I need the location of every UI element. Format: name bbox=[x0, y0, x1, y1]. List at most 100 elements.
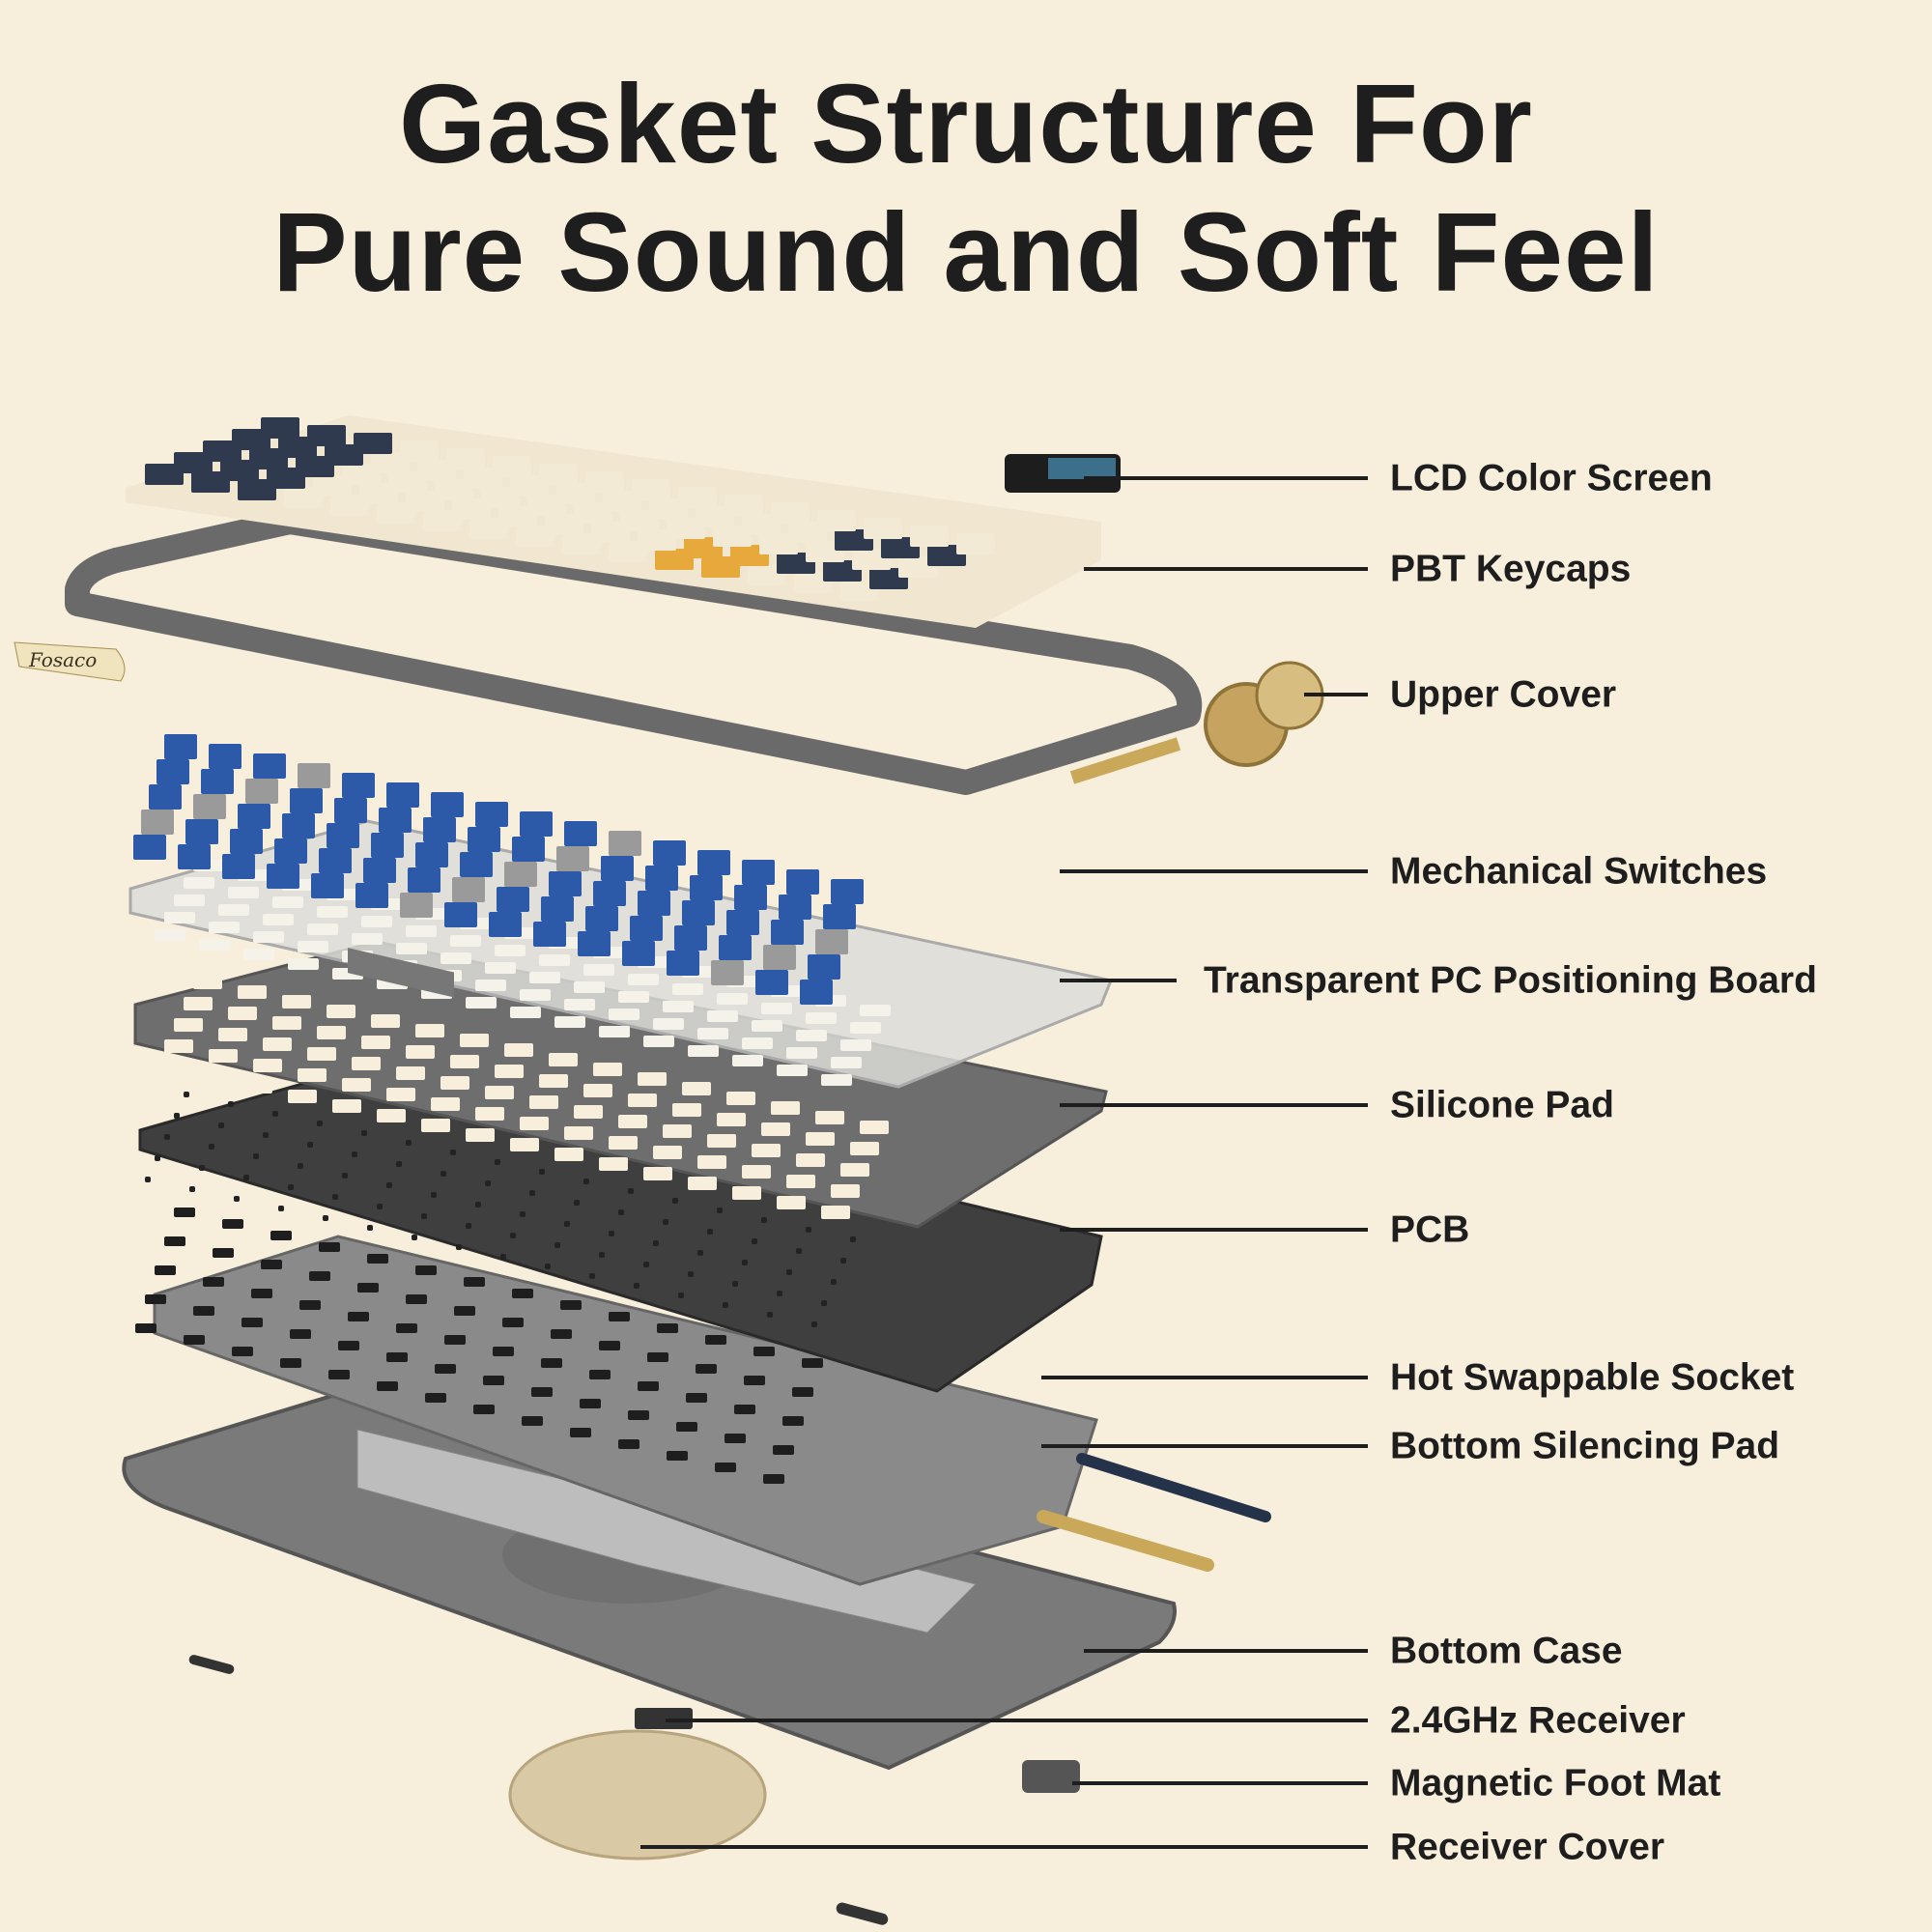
silicone-cutout bbox=[697, 1155, 726, 1169]
plate-cutout bbox=[806, 1012, 837, 1024]
pcb-hole bbox=[609, 1231, 614, 1236]
mechanical-switch bbox=[667, 951, 699, 976]
pcb-hole bbox=[821, 1300, 827, 1306]
mechanical-switch bbox=[475, 802, 508, 827]
keycap bbox=[261, 417, 299, 439]
mechanical-switch bbox=[504, 862, 537, 887]
mechanical-switch bbox=[645, 866, 678, 891]
silicone-cutout bbox=[307, 1047, 336, 1061]
leader-line-pc-board bbox=[1060, 979, 1177, 982]
pcb-hole bbox=[850, 1236, 856, 1242]
hot-swap-socket bbox=[261, 1260, 282, 1269]
hot-swap-socket bbox=[609, 1312, 630, 1321]
plate-cutout bbox=[228, 887, 259, 898]
label-silicone-pad: Silicone Pad bbox=[1390, 1084, 1614, 1126]
silicone-cutout bbox=[218, 1028, 247, 1041]
pcb-hole bbox=[209, 1144, 214, 1150]
lcd-display bbox=[1048, 458, 1116, 479]
silicone-cutout bbox=[396, 1066, 425, 1080]
pcb-hole bbox=[164, 1134, 170, 1140]
mechanical-switch bbox=[222, 854, 255, 879]
silicone-cutout bbox=[860, 1121, 889, 1134]
silicone-cutout bbox=[495, 1065, 524, 1078]
silicone-cutout bbox=[386, 1088, 415, 1101]
pcb-hole bbox=[599, 1252, 605, 1258]
hot-swap-socket bbox=[444, 1335, 466, 1345]
hot-swap-socket bbox=[193, 1306, 214, 1316]
hot-swap-socket bbox=[724, 1434, 746, 1443]
hot-swap-socket bbox=[309, 1271, 330, 1281]
hot-swap-socket bbox=[628, 1410, 649, 1420]
plate-cutout bbox=[732, 1055, 763, 1066]
plate-cutout bbox=[298, 941, 328, 952]
keycap bbox=[585, 471, 624, 493]
plate-cutout bbox=[361, 916, 392, 927]
silicone-cutout bbox=[672, 1103, 701, 1117]
mechanical-switch bbox=[734, 885, 767, 910]
pcb-hole bbox=[145, 1177, 151, 1182]
plate-cutout bbox=[209, 922, 240, 933]
label-magnetic-foot-mat: Magnetic Foot Mat bbox=[1390, 1762, 1721, 1804]
pcb-hole bbox=[554, 1242, 560, 1248]
mechanical-switch bbox=[771, 920, 804, 945]
keycap bbox=[956, 533, 995, 554]
plate-cutout bbox=[717, 993, 748, 1005]
hot-swap-socket bbox=[657, 1323, 678, 1333]
keycap bbox=[493, 456, 531, 477]
silicone-cutout bbox=[840, 1163, 869, 1177]
silicone-cutout bbox=[431, 1097, 460, 1111]
pcb-hole bbox=[653, 1240, 659, 1246]
silicone-cutout bbox=[510, 1138, 539, 1151]
mechanical-switch bbox=[274, 838, 307, 864]
pcb-hole bbox=[529, 1190, 535, 1196]
leader-line-receiver bbox=[666, 1719, 1368, 1722]
silicone-cutout bbox=[342, 1078, 371, 1092]
pcb-hole bbox=[406, 1140, 412, 1146]
mechanical-switch bbox=[674, 925, 707, 951]
hot-swap-socket bbox=[213, 1248, 234, 1258]
mechanical-switch bbox=[520, 811, 553, 837]
pcb-hole bbox=[589, 1273, 595, 1279]
hot-swap-socket bbox=[299, 1300, 321, 1310]
pcb-hole bbox=[520, 1211, 526, 1217]
silicone-cutout bbox=[663, 1124, 692, 1138]
pcb-hole bbox=[155, 1155, 160, 1161]
hot-swap-socket bbox=[638, 1381, 659, 1391]
silicone-cutout bbox=[238, 985, 267, 999]
pcb-hole bbox=[732, 1281, 738, 1287]
mechanical-switch bbox=[800, 980, 833, 1005]
silicone-cutout bbox=[732, 1186, 761, 1200]
hot-swap-socket bbox=[493, 1347, 514, 1356]
leader-line-lcd bbox=[1084, 476, 1368, 480]
pcb-hole bbox=[184, 1092, 189, 1097]
mechanical-switch bbox=[334, 798, 367, 823]
pcb-hole bbox=[421, 1213, 427, 1219]
mechanical-switch bbox=[541, 896, 574, 922]
plate-cutout bbox=[495, 945, 526, 956]
pcb-hole bbox=[228, 1101, 234, 1107]
silicone-cutout bbox=[361, 1036, 390, 1049]
hot-swap-socket bbox=[425, 1393, 446, 1403]
mechanical-switch bbox=[786, 869, 819, 895]
silicone-cutout bbox=[643, 1167, 672, 1180]
mechanical-switch bbox=[815, 929, 848, 954]
label-upper-cover: Upper Cover bbox=[1390, 673, 1617, 716]
hot-swap-socket bbox=[242, 1318, 263, 1327]
silicone-cutout bbox=[574, 1105, 603, 1119]
silicone-cutout bbox=[298, 1068, 327, 1082]
silicone-cutout bbox=[618, 1115, 647, 1128]
silicone-cutout bbox=[742, 1165, 771, 1179]
pcb-hole bbox=[332, 1194, 338, 1200]
silicone-cutout bbox=[761, 1122, 790, 1136]
mechanical-switch bbox=[185, 819, 218, 844]
silicone-cutout bbox=[564, 1126, 593, 1140]
hot-swap-socket bbox=[522, 1416, 543, 1426]
pcb-hole bbox=[367, 1225, 373, 1231]
magnetic-foot-mat bbox=[1022, 1760, 1080, 1793]
mechanical-switch bbox=[468, 827, 500, 852]
mechanical-switch bbox=[719, 935, 752, 960]
plate-cutout bbox=[307, 923, 338, 935]
plate-stabilizer bbox=[348, 948, 454, 998]
silicone-cutout bbox=[377, 1109, 406, 1122]
plate-cutout bbox=[583, 964, 614, 976]
